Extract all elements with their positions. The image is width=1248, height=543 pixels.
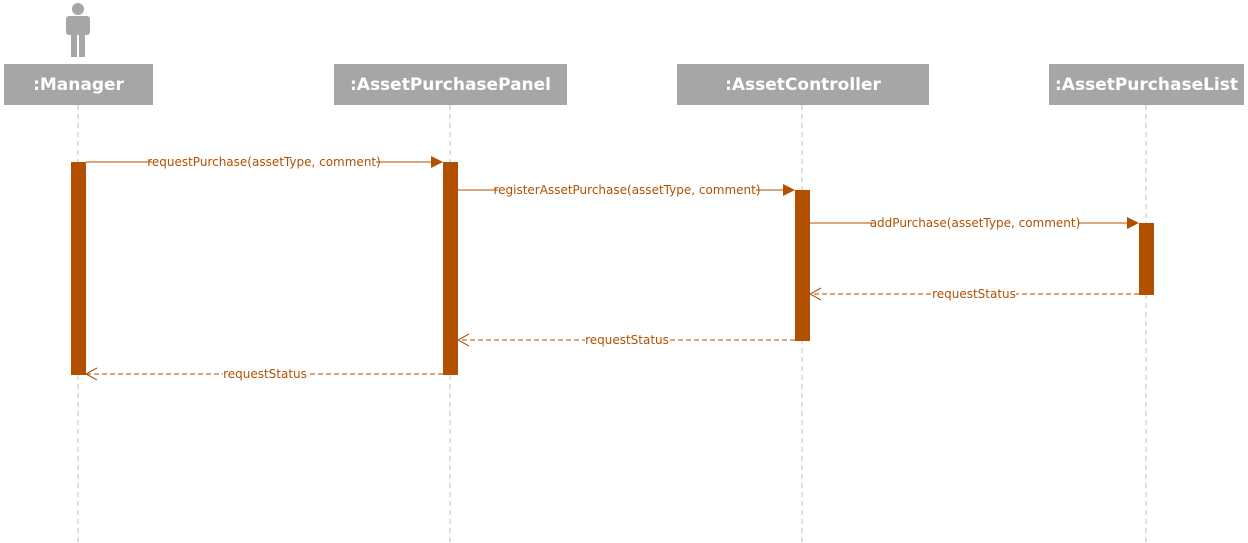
message-register-asset-purchase: registerAssetPurchase(assetType, comment… <box>458 182 795 198</box>
participant-label: :AssetPurchasePanel <box>350 75 551 95</box>
actor-person-icon <box>66 3 90 57</box>
message-label: requestStatus <box>585 333 669 347</box>
message-request-purchase: requestPurchase(assetType, comment) <box>86 154 443 170</box>
message-label: addPurchase(assetType, comment) <box>870 216 1081 230</box>
message-label: requestStatus <box>932 287 1016 301</box>
activation-asset-purchase-list <box>1139 223 1154 295</box>
activation-asset-purchase-panel <box>443 162 458 375</box>
return-request-status-list: requestStatus <box>808 286 1139 302</box>
arrow-head-icon <box>1127 217 1139 229</box>
participant-asset-purchase-panel: :AssetPurchasePanel <box>334 64 567 105</box>
message-label: requestStatus <box>223 367 307 381</box>
message-label: registerAssetPurchase(assetType, comment… <box>493 183 760 197</box>
message-add-purchase: addPurchase(assetType, comment) <box>810 215 1139 231</box>
participant-asset-purchase-list: :AssetPurchaseList <box>1049 64 1244 105</box>
open-arrow-icon <box>456 333 470 347</box>
participant-manager: :Manager <box>4 64 153 105</box>
return-request-status-controller: requestStatus <box>456 332 795 348</box>
participant-label: :Manager <box>33 75 124 95</box>
activation-manager <box>71 162 86 375</box>
message-label: requestPurchase(assetType, comment) <box>147 155 381 169</box>
participant-label: :AssetPurchaseList <box>1055 75 1238 95</box>
open-arrow-icon <box>808 287 822 301</box>
arrow-head-icon <box>431 156 443 168</box>
open-arrow-icon <box>84 367 98 381</box>
participant-asset-controller: :AssetController <box>677 64 929 105</box>
activation-asset-controller <box>795 190 810 341</box>
participant-label: :AssetController <box>725 75 881 95</box>
return-request-status-panel: requestStatus <box>84 366 443 382</box>
arrow-head-icon <box>783 184 795 196</box>
